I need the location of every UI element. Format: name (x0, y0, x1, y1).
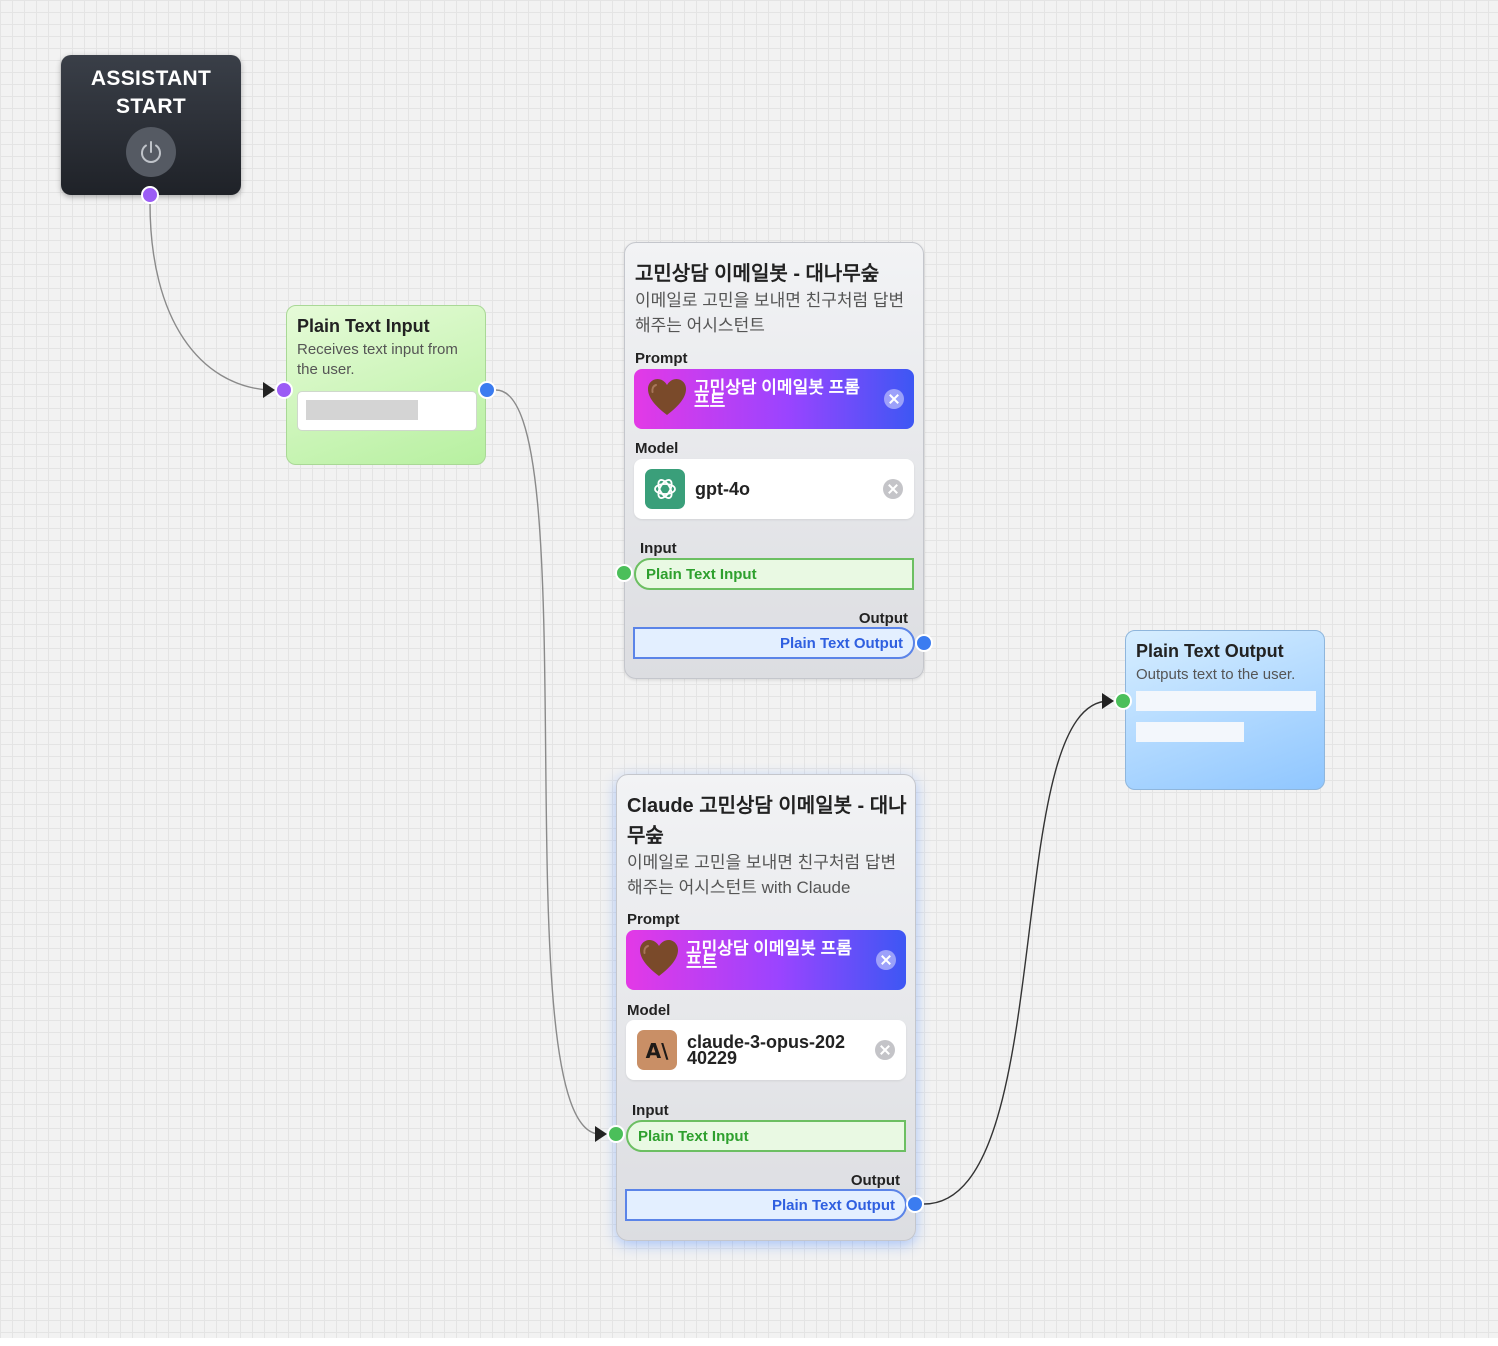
input-port-label: Plain Text Input (638, 1128, 749, 1145)
input-port[interactable]: Plain Text Input (634, 558, 914, 590)
brown-heart-icon (640, 940, 678, 976)
output-label: Output (858, 610, 908, 627)
input-port[interactable]: Plain Text Input (626, 1120, 906, 1152)
gpt-out-handle[interactable] (915, 634, 933, 652)
power-icon (141, 141, 161, 163)
wire-start-to-input (149, 202, 269, 391)
openai-logo-icon (645, 469, 685, 509)
model-remove-icon[interactable] (883, 479, 903, 499)
claude-in-handle[interactable] (607, 1125, 625, 1143)
gpt-in-handle[interactable] (615, 564, 633, 582)
prompt-label: Prompt (635, 350, 688, 367)
input-node-in-handle[interactable] (275, 381, 293, 399)
input-node-title: Plain Text Input (297, 316, 430, 336)
start-node-title: ASSISTANT START (90, 67, 212, 118)
assistant-description: 이메일로 고민을 보내면 친구처럼 답변해주는 어시스턴트 (635, 291, 905, 335)
input-node-out-handle[interactable] (478, 381, 496, 399)
output-port[interactable]: Plain Text Output (633, 627, 915, 659)
output-text-line (1136, 691, 1316, 711)
output-port-label: Plain Text Output (779, 635, 903, 652)
assistant-title: Claude 고민상담 이메일봇 - 대나무숲 (627, 795, 907, 847)
model-remove-icon[interactable] (875, 1040, 895, 1060)
input-label: Input (632, 1102, 669, 1119)
prompt-label: Prompt (627, 911, 680, 928)
model-name: claude-3-opus-20240229 (687, 1032, 846, 1068)
input-arrow-marker (263, 382, 275, 398)
prompt-remove-icon[interactable] (876, 950, 896, 970)
output-node-in-handle[interactable] (1114, 692, 1132, 710)
output-port-label: Plain Text Output (771, 1197, 895, 1214)
anthropic-logo-text: A\ (645, 1039, 669, 1063)
prompt-name: 고민상담 이메일봇 프롬프트 (694, 378, 860, 411)
model-label: Model (635, 440, 679, 457)
assistant-node-gpt[interactable]: 고민상담 이메일봇 - 대나무숲 이메일로 고민을 보내면 친구처럼 답변해주는… (624, 242, 924, 679)
power-button[interactable] (126, 127, 176, 177)
anthropic-logo-icon: A\ (637, 1030, 677, 1070)
assistant-node-claude[interactable]: Claude 고민상담 이메일봇 - 대나무숲 이메일로 고민을 보내면 친구처… (616, 774, 916, 1241)
prompt-remove-icon[interactable] (884, 389, 904, 409)
brown-heart-icon (648, 379, 686, 415)
input-label: Input (640, 540, 677, 557)
text-input-field[interactable] (297, 391, 477, 431)
output-node-title: Plain Text Output (1136, 641, 1284, 661)
assistant-description: 이메일로 고민을 보내면 친구처럼 답변해주는 어시스턴트 with Claud… (627, 853, 897, 897)
model-name: gpt-4o (695, 479, 750, 499)
assistant-title: 고민상담 이메일봇 - 대나무숲 (635, 263, 880, 285)
plain-text-input-node[interactable]: Plain Text Input Receives text input fro… (286, 305, 486, 465)
wire-claude-to-output (923, 700, 1110, 1205)
input-port-label: Plain Text Input (646, 566, 757, 583)
prompt-selector[interactable]: 고민상담 이메일봇 프롬프트 (626, 930, 906, 990)
wire-input-to-claude (495, 389, 601, 1135)
prompt-name: 고민상담 이메일봇 프롬프트 (686, 939, 852, 972)
claude-out-handle[interactable] (906, 1195, 924, 1213)
canvas-bottom-edge (0, 1338, 1498, 1346)
output-node-description: Outputs text to the user. (1136, 666, 1296, 683)
model-selector[interactable]: gpt-4o (634, 459, 914, 519)
output-text-line (1136, 722, 1244, 742)
model-label: Model (627, 1002, 671, 1019)
plain-text-output-node[interactable]: Plain Text Output Outputs text to the us… (1125, 630, 1325, 790)
output-arrow-marker (1102, 693, 1114, 709)
input-placeholder-bar (306, 400, 418, 420)
output-label: Output (850, 1172, 900, 1189)
claude-input-arrow-marker (595, 1126, 607, 1142)
start-output-handle[interactable] (141, 186, 159, 204)
output-port[interactable]: Plain Text Output (625, 1189, 907, 1221)
model-selector[interactable]: A\ claude-3-opus-20240229 (626, 1020, 906, 1080)
input-node-description: Receives text input from the user. (297, 341, 458, 378)
prompt-selector[interactable]: 고민상담 이메일봇 프롬프트 (634, 369, 914, 429)
assistant-start-node[interactable]: ASSISTANT START (61, 55, 241, 195)
